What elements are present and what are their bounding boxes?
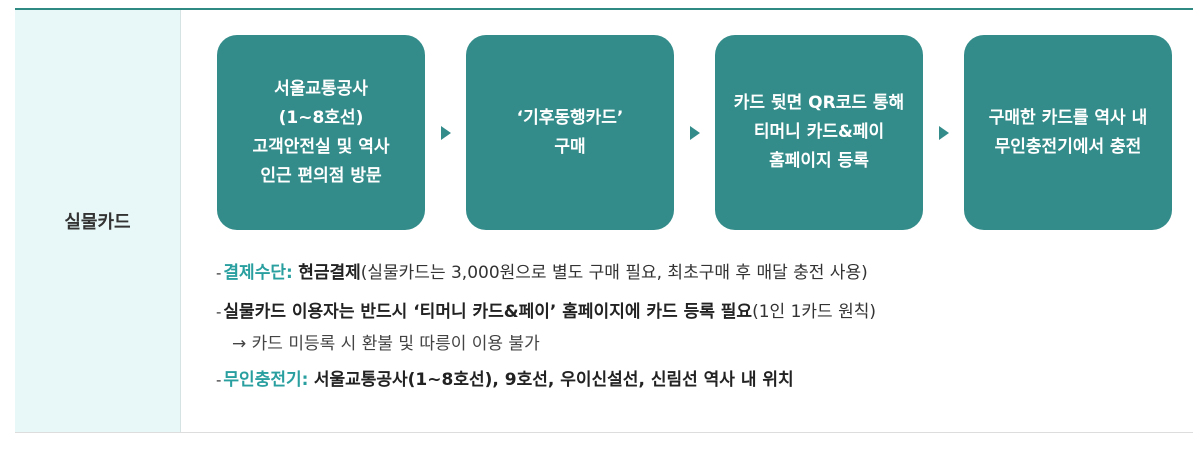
bullet-dash: - [216,303,222,321]
step-text: 티머니 카드&페이 [753,122,885,142]
step-text: 서울교통공사 [274,78,368,99]
step-text: 구매 [554,136,586,157]
section-label: 실물카드 [15,10,181,432]
step-register-card: 카드 뒷면 QR코드 통해 티머니 카드&페이 홈페이지 등록 [715,35,923,230]
step-text: 카드 뒷면 QR코드 통해 [733,93,905,113]
note-registration-sub: → 카드 미등록 시 환불 및 따릉이 이용 불가 [216,329,876,359]
section-content: 서울교통공사 (1~8호선) 고객안전실 및 역사 인근 편의점 방문 ‘기후동… [181,10,1193,432]
note-detail: → 카드 미등록 시 환불 및 따릉이 이용 불가 [232,334,540,354]
process-steps: 서울교통공사 (1~8호선) 고객안전실 및 역사 인근 편의점 방문 ‘기후동… [217,35,1172,230]
notes-list: - 결제수단: 현금결제(실물카드는 3,000원으로 별도 구매 필요, 최초… [216,258,876,397]
note-label: 결제수단: [223,263,293,283]
note-bold: 실물카드 이용자는 반드시 ‘티머니 카드&페이’ 홈페이지에 카드 등록 필요 [223,302,753,322]
arrow-right-icon [425,125,466,140]
note-bold: 서울교통공사(1~8호선), 9호선, 우이신설선, 신림선 역사 내 위치 [313,370,794,390]
note-payment: - 결제수단: 현금결제(실물카드는 3,000원으로 별도 구매 필요, 최초… [216,258,876,290]
step-text: 홈페이지 등록 [769,151,869,171]
note-detail: (실물카드는 3,000원으로 별도 구매 필요, 최초구매 후 매달 충전 사… [360,263,868,283]
step-text: 고객안전실 및 역사 [252,136,390,157]
note-label: 무인충전기: [223,370,309,390]
step-text: ‘기후동행카드’ [516,107,624,128]
note-bold: 현금결제 [298,263,361,283]
bullet-dash: - [216,371,222,389]
step-charge-card: 구매한 카드를 역사 내 무인충전기에서 충전 [964,35,1172,230]
note-detail: (1인 1카드 원칙) [752,302,876,322]
step-text: 구매한 카드를 역사 내 [988,107,1148,128]
info-table: 실물카드 서울교통공사 (1~8호선) 고객안전실 및 역사 인근 편의점 방문… [15,8,1193,433]
step-purchase-card: ‘기후동행카드’ 구매 [466,35,674,230]
step-text: 무인충전기에서 충전 [994,136,1142,157]
note-charger: - 무인충전기: 서울교통공사(1~8호선), 9호선, 우이신설선, 신림선 … [216,365,876,397]
step-visit-store: 서울교통공사 (1~8호선) 고객안전실 및 역사 인근 편의점 방문 [217,35,425,230]
note-registration: - 실물카드 이용자는 반드시 ‘티머니 카드&페이’ 홈페이지에 카드 등록 … [216,297,876,329]
bullet-dash: - [216,264,222,282]
step-text: (1~8호선) [278,107,364,128]
arrow-right-icon [674,125,715,140]
step-text: 인근 편의점 방문 [260,165,382,186]
arrow-right-icon [923,125,964,140]
